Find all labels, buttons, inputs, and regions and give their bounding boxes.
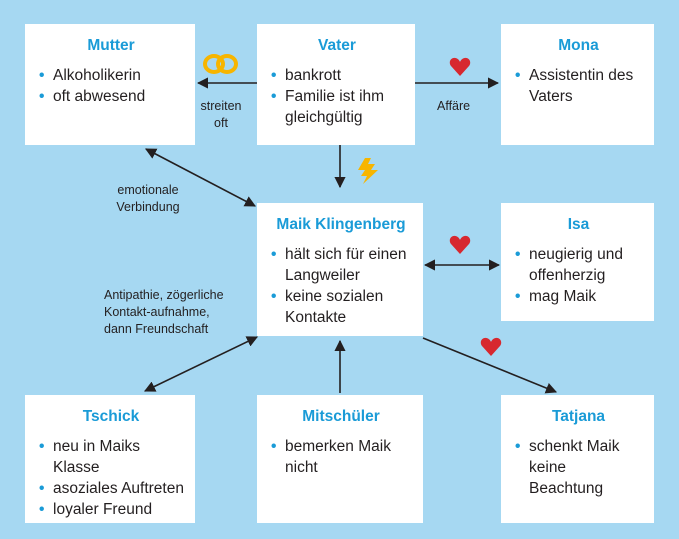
node-title: Isa [567,216,590,233]
list-item: •loyaler Freund [39,501,153,518]
node-title: Tatjana [551,408,606,425]
node-title: Vater [318,37,356,54]
node-tatjana: Tatjana •schenkt Maik keine Beachtung [501,395,654,523]
heart-icon [449,57,471,76]
arrow-tschick-maik [143,336,259,392]
list-item: •keine sozialen Kontakte [271,288,384,326]
list-item: •schenkt Maik keine Beachtung [515,438,620,497]
list-item: •asoziales Auftreten [39,480,184,497]
arrow-maik-to-tatjana [422,337,558,394]
list-item: •hält sich für einen Langweiler [271,246,407,284]
list-item: •Familie ist ihm gleichgültig [271,88,385,126]
node-title: Maik Klingenberg [276,216,406,233]
wedding-rings-icon [203,54,238,74]
list-item: •neu in Maiks Klasse [39,438,141,476]
heart-icon [480,337,502,356]
list-item: •Assistentin des Vaters [515,67,634,105]
node-isa: Isa •neugierig und offenherzig •mag Maik [501,203,654,321]
list-item: •neugierig und offenherzig [515,246,623,284]
heart-icon [449,235,471,254]
list-item: •bemerken Maik nicht [271,438,391,476]
node-mutter: Mutter •Alkoholikerin •oft abwesend [25,24,195,145]
edge-label-streiten: streiten oft [200,99,242,130]
list-item: •oft abwesend [39,88,146,105]
node-vater: Vater •bankrott •Familie ist ihm gleichg… [257,24,415,145]
node-mitschueler: Mitschüler •bemerken Maik nicht [257,395,423,523]
lightning-icon [358,158,378,184]
node-title: Mona [558,37,599,54]
node-title: Tschick [82,408,140,425]
list-item: •bankrott [271,67,342,84]
edge-label-emotionale-verbindung: emotionale Verbindung [116,183,180,214]
arrow-mutter-maik [145,148,256,207]
node-title: Mutter [87,37,135,54]
node-tschick: Tschick •neu in Maiks Klasse •asoziales … [25,395,195,523]
node-mona: Mona •Assistentin des Vaters [501,24,654,145]
node-maik: Maik Klingenberg •hält sich für einen La… [257,203,423,336]
edge-label-antipathie: Antipathie, zögerliche Kontakt-aufnahme,… [104,288,224,336]
node-title: Mitschüler [302,408,380,425]
list-item: •mag Maik [515,288,597,305]
edge-label-affaere: Affäre [437,99,471,113]
list-item: •Alkoholikerin [39,67,141,84]
